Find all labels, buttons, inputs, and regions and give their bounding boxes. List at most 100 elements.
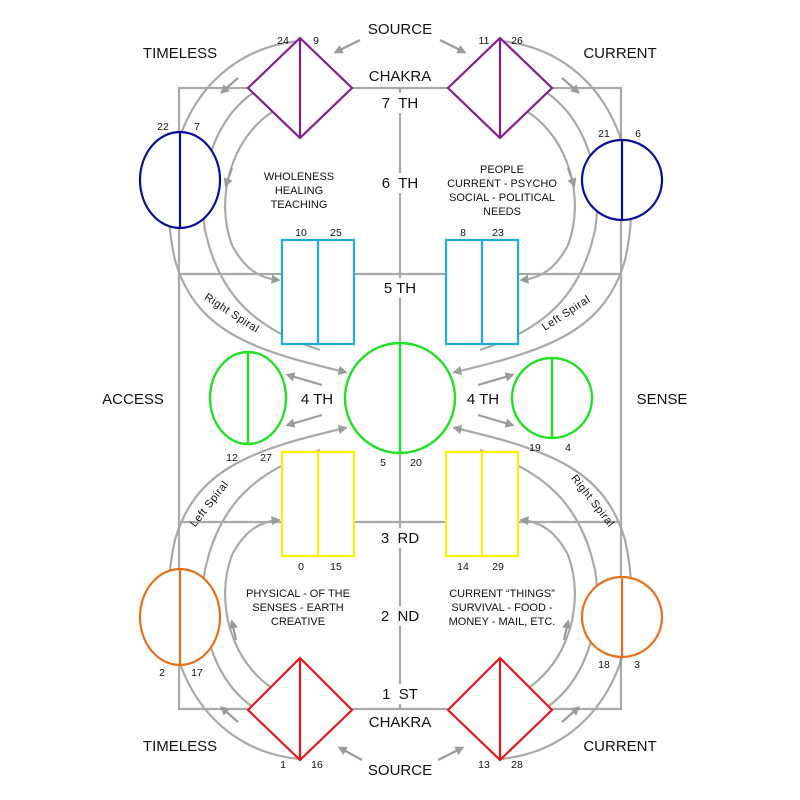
label-backgrounds (364, 68, 436, 730)
spiral-upper-right-inner (519, 111, 576, 284)
spiral-lower-right-mid (479, 448, 599, 722)
spiral-lower-right-outer (452, 424, 633, 761)
num-top-right-diamond-b: 26 (511, 35, 523, 47)
num-bottom-right-diamond-a: 13 (478, 759, 490, 771)
num-mid-right-circle-a: 19 (529, 442, 541, 454)
desc-lower-left-2: SENSES - EARTH (252, 602, 344, 614)
desc-lower-right-3: MONEY - MAIL, ETC. (449, 616, 556, 628)
heart-chakra-shapes (208, 341, 594, 455)
bg-chakra-top (364, 68, 436, 84)
num-bottom-left-diamond-b: 16 (311, 759, 323, 771)
num-mid-right-circle-b: 4 (565, 442, 571, 454)
source-arrow-bottom-left (337, 746, 363, 761)
arrow-lr-1 (561, 706, 581, 723)
arrow-ul-1 (219, 77, 239, 94)
spiral-arcs (167, 39, 633, 761)
desc-lower-right-2: SURVIVAL - FOOD - (451, 602, 553, 614)
level-second: 2 ND (381, 608, 420, 625)
spiral-upper-left-mid (201, 78, 321, 352)
num-lower-right-rect-a: 14 (457, 561, 469, 573)
arrow-ll-1 (219, 706, 239, 723)
solar-chakra-shapes (280, 450, 520, 558)
desc-upper-right-4: NEEDS (483, 206, 521, 218)
desc-upper-left-1: WHOLENESS (264, 171, 334, 183)
bg-third (376, 528, 424, 548)
root-chakra-shapes (246, 656, 554, 762)
current-top-label: CURRENT (583, 45, 656, 62)
heart-arrow-left-low (285, 413, 323, 428)
arrow-ur-3 (566, 167, 577, 188)
sense-label: SENSE (637, 391, 688, 408)
num-lower-right-circle-b: 3 (634, 659, 640, 671)
heart-arrow-left (285, 372, 323, 387)
num-lower-left-circle-b: 17 (191, 667, 203, 679)
heart-arrow-right (477, 372, 515, 387)
num-center-circle-b: 20 (410, 457, 422, 469)
level-fourth-left: 4 TH (301, 391, 333, 408)
labels: SOURCE SOURCE TIMELESS TIMELESS CURRENT … (102, 21, 687, 779)
num-mid-left-circle-b: 27 (260, 452, 272, 464)
num-lower-right-rect-b: 29 (492, 561, 504, 573)
desc-upper-right-2: CURRENT - PSYCHO (447, 178, 557, 190)
frame (177, 86, 623, 711)
crown-chakra-shapes (246, 36, 554, 140)
num-upper-left-circle-a: 22 (157, 121, 169, 133)
num-top-right-diamond-a: 11 (479, 35, 490, 47)
chakra-top-label: CHAKRA (369, 68, 432, 85)
desc-lower-left-1: PHYSICAL - OF THE (246, 588, 350, 600)
num-upper-right-rect-b: 23 (492, 227, 504, 239)
desc-upper-right-3: SOCIAL - POLITICAL (449, 192, 555, 204)
level-first: 1 ST (382, 686, 418, 703)
arrow-lr-3 (562, 619, 572, 641)
spiral-lower-left-outer (167, 424, 348, 761)
third-eye-chakra-shapes (138, 130, 664, 230)
num-lower-right-circle-a: 18 (598, 659, 610, 671)
timeless-bottom-label: TIMELESS (143, 738, 217, 755)
level-seventh: 7 TH (382, 95, 418, 112)
bg-sixth (376, 173, 424, 193)
arrow-ll-3 (228, 619, 238, 641)
num-top-left-diamond-b: 9 (313, 35, 319, 47)
num-upper-right-rect-a: 8 (460, 227, 466, 239)
spiral-upper-left-inner (224, 111, 281, 284)
num-upper-left-rect-b: 25 (330, 227, 342, 239)
arrow-ur-1 (561, 77, 581, 94)
chakra-bottom-label: CHAKRA (369, 714, 432, 731)
desc-lower-right-1: CURRENT “THINGS” (449, 588, 555, 600)
num-center-circle-a: 5 (380, 457, 386, 469)
spiral-lower-right-inner (519, 516, 576, 689)
sacral-chakra-shapes (138, 567, 664, 667)
throat-chakra-shapes (280, 238, 520, 346)
spiral-upper-right-outer (452, 39, 633, 376)
heart-arrow-right-low (477, 413, 515, 428)
source-top-label: SOURCE (368, 21, 432, 38)
current-bottom-label: CURRENT (583, 738, 656, 755)
level-fourth-right: 4 TH (467, 391, 499, 408)
num-lower-left-circle-a: 2 (159, 667, 165, 679)
num-bottom-right-diamond-b: 28 (511, 759, 523, 771)
spiral-upper-right-mid (479, 78, 599, 352)
bg-seventh (376, 93, 424, 113)
bg-chakra-bottom (364, 714, 436, 730)
level-third: 3 RD (381, 530, 420, 547)
spiral-upper-left-outer (167, 39, 348, 376)
spiral-lower-left-inner (224, 516, 281, 689)
desc-upper-left-3: TEACHING (271, 199, 328, 211)
level-fifth: 5 TH (384, 280, 416, 297)
desc-upper-right-1: PEOPLE (480, 164, 524, 176)
num-upper-right-circle-a: 21 (598, 128, 610, 140)
source-arrow-top-left (333, 39, 361, 54)
desc-lower-left-3: CREATIVE (271, 616, 325, 628)
desc-upper-left-2: HEALING (275, 185, 323, 197)
num-upper-right-circle-b: 6 (635, 128, 641, 140)
num-lower-left-rect-a: 0 (298, 561, 304, 573)
source-arrow-bottom-right (437, 746, 465, 761)
arrow-ul-3 (223, 167, 234, 188)
bg-first (376, 684, 424, 704)
num-top-left-diamond-a: 24 (277, 35, 289, 47)
num-bottom-left-diamond-a: 1 (280, 759, 286, 771)
num-lower-left-rect-b: 15 (330, 561, 342, 573)
access-label: ACCESS (102, 391, 164, 408)
